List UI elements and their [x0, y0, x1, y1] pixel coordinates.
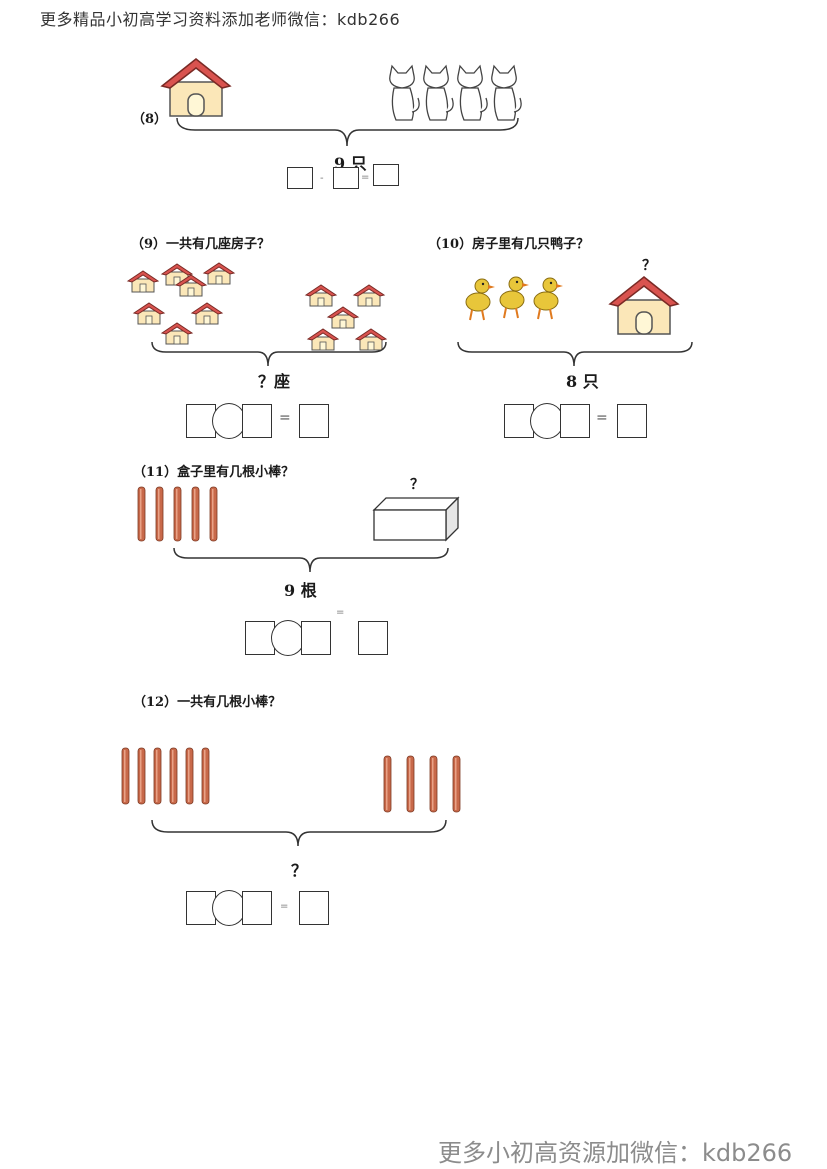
- answer-box[interactable]: [301, 621, 331, 655]
- sticks-icon: [137, 486, 218, 542]
- brace: [151, 341, 387, 367]
- equals-sign: =: [361, 172, 370, 183]
- house-icon: [608, 276, 680, 335]
- answer-box[interactable]: [560, 404, 590, 438]
- answer-box[interactable]: [186, 404, 216, 438]
- brace: [457, 341, 693, 367]
- question-11-total: 9 根: [284, 581, 317, 600]
- sticks-right-icon: [383, 755, 461, 813]
- question-11-label: （11）盒子里有几根小棒？: [133, 465, 295, 480]
- answer-box[interactable]: [242, 891, 272, 925]
- cats-icon: [389, 64, 522, 121]
- sticks-left-icon: [121, 747, 210, 805]
- question-11-question: ？: [410, 477, 424, 493]
- question-12-total: ？: [291, 861, 308, 880]
- answer-box[interactable]: [333, 167, 359, 189]
- question-8-label: （8）: [132, 112, 168, 127]
- answer-box[interactable]: [299, 404, 329, 438]
- brace: [173, 547, 449, 573]
- answer-box[interactable]: [358, 621, 388, 655]
- question-9-label: （9）一共有几座房子？: [131, 237, 271, 252]
- operator-circle[interactable]: [212, 890, 246, 926]
- question-10-total: 8 只: [566, 372, 599, 391]
- answer-box[interactable]: [245, 621, 275, 655]
- brace: [176, 117, 519, 147]
- answer-box[interactable]: [617, 404, 647, 438]
- question-10-question: ？: [642, 258, 656, 274]
- minus-sign: -: [320, 173, 324, 184]
- question-9-total: ？座: [258, 372, 291, 391]
- answer-box[interactable]: [504, 404, 534, 438]
- equals-sign: =: [279, 410, 291, 426]
- footer-watermark: 更多小初高资源加微信：kdb266: [438, 1139, 793, 1167]
- answer-box[interactable]: [299, 891, 329, 925]
- answer-box[interactable]: [373, 164, 399, 186]
- operator-circle[interactable]: [212, 403, 246, 439]
- equals-sign: =: [280, 901, 289, 912]
- answer-box[interactable]: [287, 167, 313, 189]
- answer-box[interactable]: [242, 404, 272, 438]
- box-icon: [372, 496, 460, 542]
- operator-circle[interactable]: [530, 403, 564, 439]
- question-12-label: （12）一共有几根小棒？: [133, 695, 282, 710]
- equals-sign: =: [336, 607, 345, 618]
- ducks-icon: [465, 276, 564, 321]
- question-10-label: （10）房子里有几只鸭子？: [428, 237, 590, 252]
- operator-circle[interactable]: [271, 620, 305, 656]
- house-icon: [160, 58, 232, 117]
- equals-sign: =: [596, 410, 608, 426]
- houses-left-icon: [127, 262, 235, 345]
- header-watermark: 更多精品小初高学习资料添加老师微信：kdb266: [40, 10, 401, 29]
- brace: [151, 819, 447, 847]
